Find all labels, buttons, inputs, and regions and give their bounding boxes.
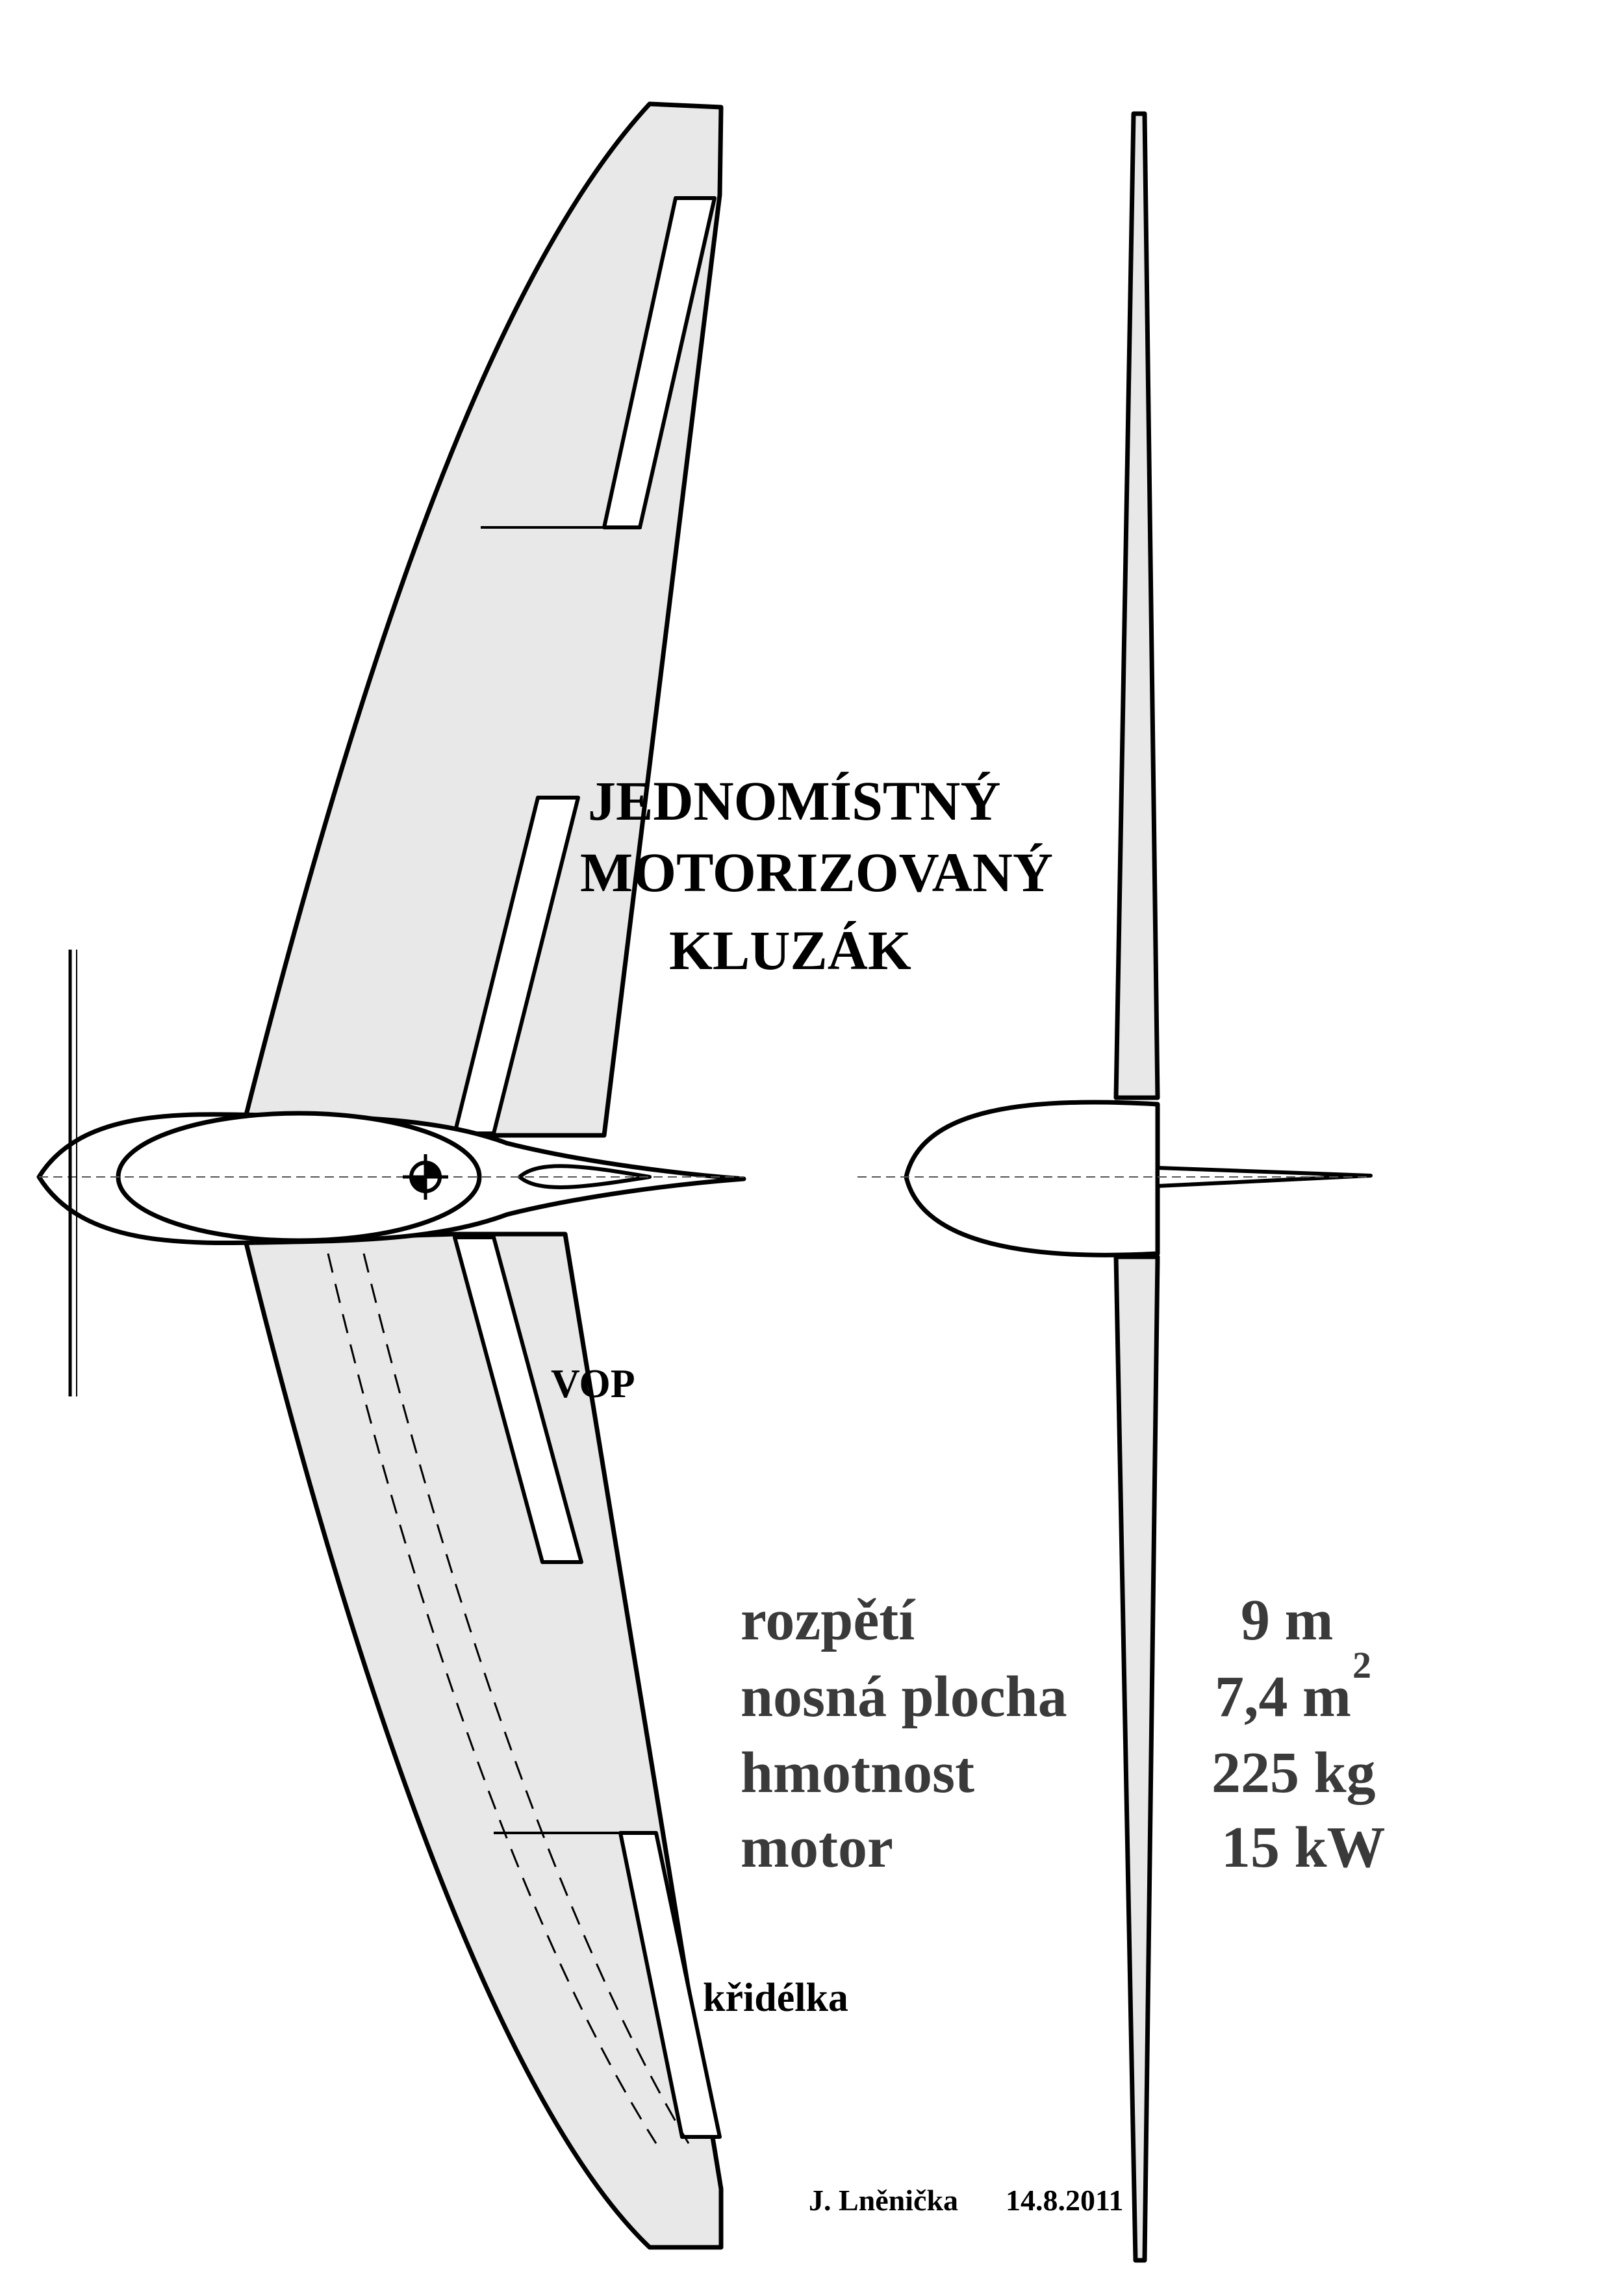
upper-wing xyxy=(243,101,724,1138)
spec-value-area-superscript: 2 xyxy=(1352,1644,1371,1686)
front-wing-lower xyxy=(1113,1254,1160,2263)
title-line-3: KLUZÁK xyxy=(669,919,911,981)
lower-wing-spar-dashed xyxy=(327,1253,657,2144)
title-line-2: MOTORIZOVANÝ xyxy=(580,841,1053,903)
spec-value-motor: 15 kW xyxy=(1221,1815,1386,1880)
spec-name-area: nosná plocha xyxy=(741,1665,1067,1729)
spec-value-span: 9 m xyxy=(1241,1588,1334,1652)
credit-author: J. Lněnička xyxy=(809,2184,959,2217)
front-wing-upper xyxy=(1113,111,1160,1100)
front-view xyxy=(857,111,1373,2263)
spec-value-mass: 225 kg xyxy=(1212,1741,1376,1805)
vop-label: VOP xyxy=(551,1362,635,1406)
spec-name-mass: hmotnost xyxy=(741,1741,975,1805)
credit-date: 14.8.2011 xyxy=(1006,2184,1124,2217)
top-view xyxy=(36,101,746,2250)
lower-wing xyxy=(243,1231,724,2250)
upper-flap xyxy=(453,796,580,1135)
title-line-1: JEDNOMÍSTNÝ xyxy=(588,770,1001,832)
lower-wing-spar-dashed-2 xyxy=(362,1253,690,2144)
spec-name-span: rozpětí xyxy=(741,1588,915,1652)
spec-value-area: 7,4 m xyxy=(1215,1665,1351,1729)
lower-flap xyxy=(453,1235,583,1564)
front-fuselage xyxy=(904,1100,1160,1257)
spec-name-motor: motor xyxy=(741,1815,893,1880)
ailerons-label: křidélka xyxy=(703,1976,848,2020)
